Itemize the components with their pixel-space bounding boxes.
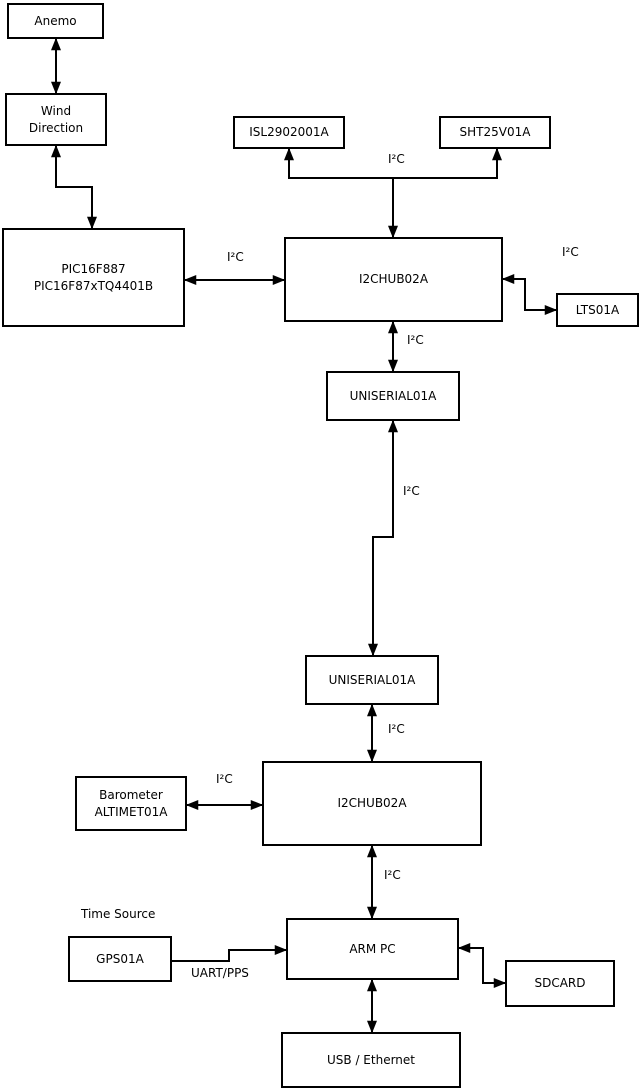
node-barometer: Barometer ALTIMET01A	[75, 776, 187, 831]
node-sht-sensor: SHT25V01A	[439, 116, 551, 149]
edge-armpc-sdcard	[457, 943, 507, 988]
edge-winddirection-pic	[51, 144, 97, 230]
node-uniserial-upper-label: UNISERIAL01A	[349, 388, 437, 403]
node-pic-mcu: PIC16F887 PIC16F87xTQ4401B	[2, 228, 185, 327]
node-sht-sensor-label: SHT25V01A	[459, 125, 531, 140]
node-sdcard-label: SDCARD	[534, 976, 586, 991]
node-uniserial-lower: UNISERIAL01A	[305, 655, 439, 705]
node-pic-mcu-label-line2: PIC16F87xTQ4401B	[33, 278, 154, 293]
node-lts-sensor: LTS01A	[556, 293, 639, 327]
node-wind-direction: Wind Direction	[5, 93, 107, 146]
edge-label-i2c-hub-lts: I²C	[562, 245, 579, 259]
edge-gps-armpc	[172, 945, 288, 962]
node-i2c-hub-upper-label: I2CHUB02A	[358, 272, 429, 287]
edge-label-i2c-tee: I²C	[388, 152, 405, 166]
node-arm-pc: ARM PC	[286, 918, 459, 980]
node-lts-sensor-label: LTS01A	[575, 302, 620, 317]
label-time-source: Time Source	[81, 907, 156, 921]
edge-label-i2c-long-link: I²C	[403, 484, 420, 498]
edge-label-i2c-hub-armpc: I²C	[384, 868, 401, 882]
edge-label-i2c-uniserial-hub: I²C	[388, 722, 405, 736]
node-uniserial-lower-label: UNISERIAL01A	[328, 672, 416, 687]
node-uniserial-upper: UNISERIAL01A	[326, 371, 460, 421]
node-wind-direction-label-line2: Direction	[28, 120, 84, 135]
edge-uniserial-upper-uniserial-lower	[368, 419, 398, 657]
node-i2c-hub-lower: I2CHUB02A	[262, 761, 482, 846]
node-i2c-hub-upper: I2CHUB02A	[284, 237, 503, 322]
edge-hub-upper-lts	[501, 274, 558, 315]
node-usb-ethernet-label: USB / Ethernet	[327, 1052, 415, 1067]
edge-label-i2c-barometer: I²C	[216, 772, 233, 786]
node-usb-ethernet: USB / Ethernet	[281, 1032, 461, 1088]
node-wind-direction-label-line1: Wind	[40, 104, 72, 119]
edge-label-uart-pps: UART/PPS	[191, 966, 249, 980]
edge-label-i2c-pic-hub: I²C	[227, 250, 244, 264]
edge-label-i2c-hub-uniserial: I²C	[407, 333, 424, 347]
node-barometer-label-line1: Barometer	[99, 788, 163, 803]
node-anemo: Anemo	[7, 3, 104, 39]
node-anemo-label: Anemo	[34, 13, 77, 28]
node-gps: GPS01A	[68, 936, 172, 982]
node-isl-sensor-label: ISL2902001A	[249, 125, 329, 140]
node-isl-sensor: ISL2902001A	[233, 116, 345, 149]
node-gps-label: GPS01A	[96, 951, 144, 966]
node-i2c-hub-lower-label: I2CHUB02A	[337, 796, 407, 811]
node-pic-mcu-label-line1: PIC16F887	[61, 262, 126, 277]
node-arm-pc-label: ARM PC	[349, 941, 396, 956]
node-sdcard: SDCARD	[505, 960, 615, 1007]
node-barometer-label-line2: ALTIMET01A	[94, 804, 168, 819]
